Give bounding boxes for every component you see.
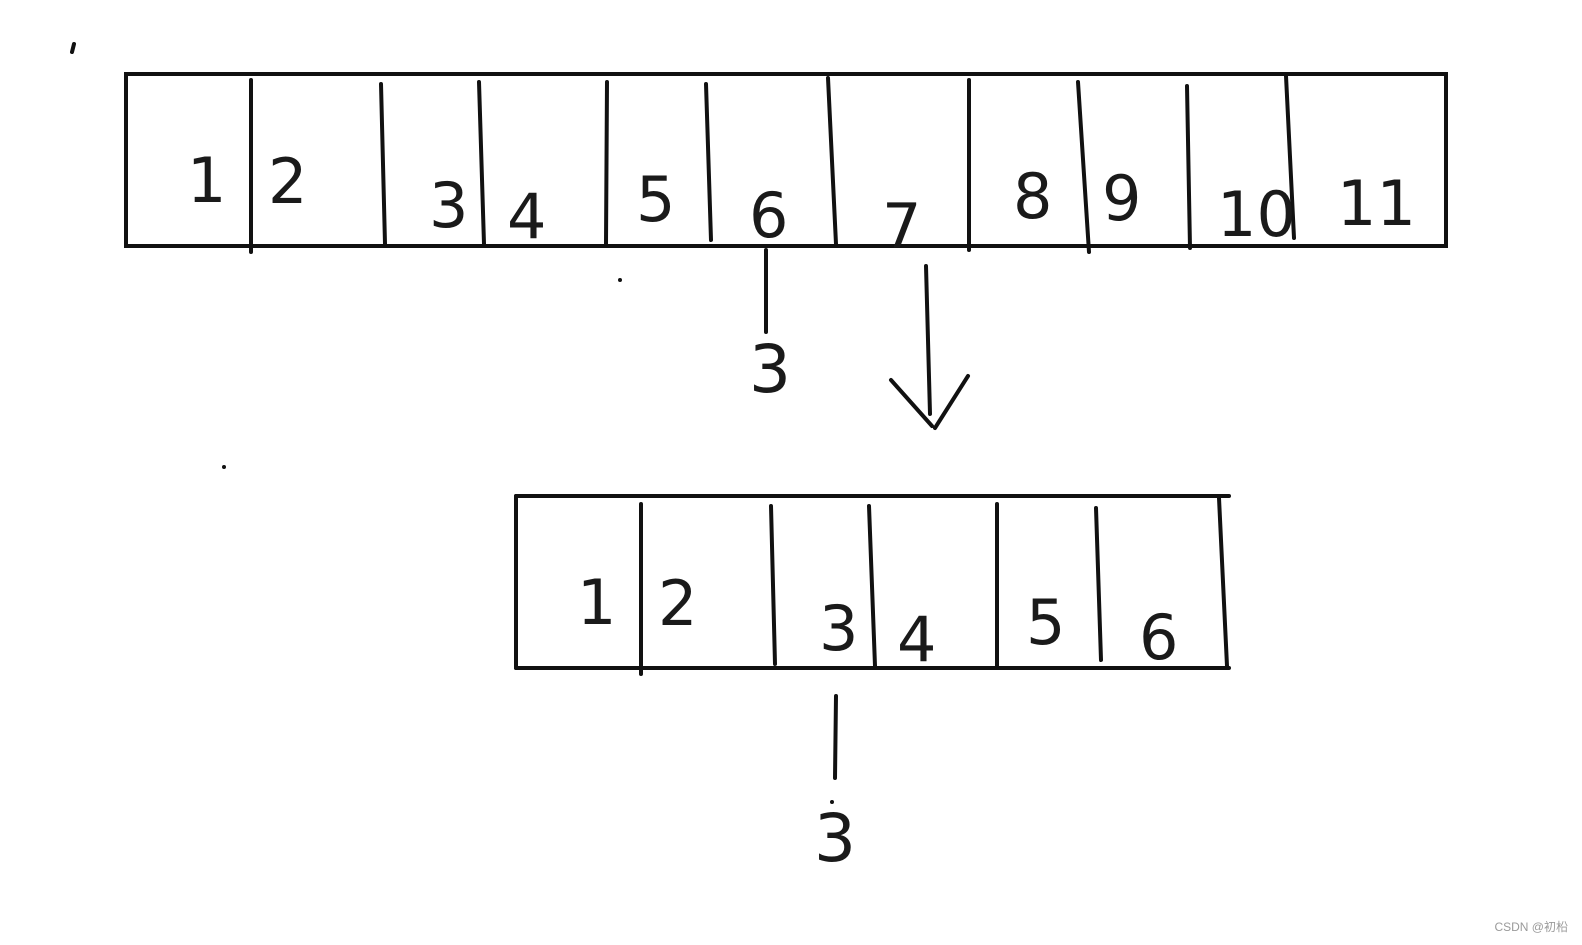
top-cell-5: 5 bbox=[636, 163, 675, 236]
bottom-cell-divider bbox=[769, 504, 777, 666]
top-cell-divider bbox=[477, 80, 486, 246]
top-cell-divider bbox=[604, 80, 609, 246]
bottom-pointer-line bbox=[833, 694, 838, 780]
bottom-cell-4: 4 bbox=[897, 603, 936, 676]
bottom-pointer-dot bbox=[830, 800, 834, 804]
watermark: CSDN @初柗 bbox=[1494, 920, 1568, 934]
bottom-cell-6: 6 bbox=[1139, 601, 1178, 674]
top-cell-1: 1 bbox=[187, 144, 226, 217]
top-array: 1 2 3 4 5 6 7 8 9 10 11 3 bbox=[124, 72, 1448, 408]
top-cell-9: 9 bbox=[1102, 162, 1141, 235]
top-cell-2: 2 bbox=[268, 145, 307, 218]
stray-mark bbox=[70, 42, 76, 54]
bottom-cell-divider bbox=[867, 504, 877, 668]
top-array-outline bbox=[124, 72, 1448, 248]
bottom-array: 1 2 3 4 5 6 3 bbox=[514, 494, 1231, 877]
stray-dot bbox=[618, 278, 622, 282]
top-pointer-value: 3 bbox=[749, 331, 791, 408]
top-cell-3: 3 bbox=[429, 169, 468, 242]
bottom-cell-5: 5 bbox=[1026, 586, 1065, 659]
top-cell-7: 7 bbox=[882, 190, 921, 263]
bottom-cell-2: 2 bbox=[658, 567, 697, 640]
top-cell-divider bbox=[1185, 84, 1192, 250]
top-cell-6: 6 bbox=[749, 179, 788, 252]
bottom-pointer-value: 3 bbox=[814, 800, 856, 877]
top-cell-8: 8 bbox=[1013, 160, 1052, 233]
bottom-cell-divider bbox=[1094, 506, 1103, 662]
top-cell-divider bbox=[379, 82, 387, 246]
top-cell-divider bbox=[826, 76, 838, 246]
bottom-cell-3: 3 bbox=[819, 592, 858, 665]
top-cell-divider bbox=[1284, 74, 1296, 240]
top-cell-4: 4 bbox=[507, 180, 546, 253]
top-cell-divider bbox=[704, 82, 713, 242]
bottom-cell-1: 1 bbox=[577, 566, 616, 639]
top-cell-divider bbox=[1076, 80, 1091, 254]
stray-dot bbox=[222, 465, 226, 469]
top-cell-10: 10 bbox=[1217, 178, 1296, 251]
transition-arrow-icon bbox=[889, 264, 970, 430]
top-cell-11: 11 bbox=[1337, 167, 1416, 240]
bottom-cell-divider bbox=[1217, 496, 1229, 668]
